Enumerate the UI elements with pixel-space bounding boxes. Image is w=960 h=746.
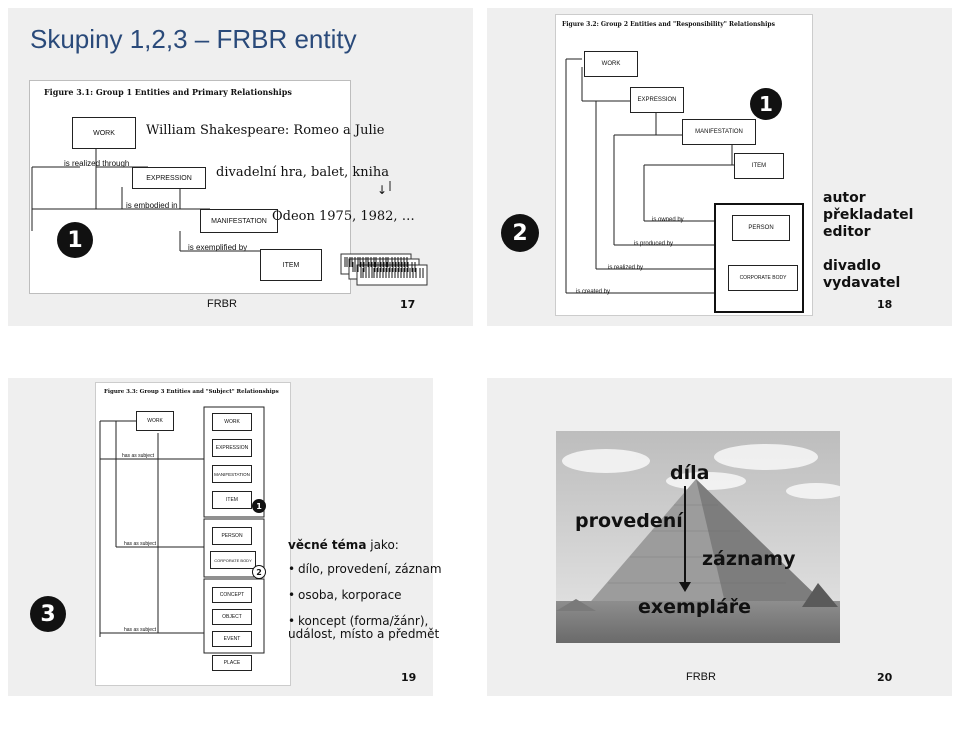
slide-19: 3 Figure 3.3: Group 3 Entities and "Subj… — [8, 378, 442, 696]
pyramid-photo — [556, 431, 840, 643]
annotation-work: William Shakespeare: Romeo a Julie — [146, 123, 385, 138]
entity-work-2: WORK — [212, 413, 252, 431]
relation-realized-through: is realized through — [64, 159, 130, 168]
annotation-theatre: divadlo — [823, 258, 881, 274]
entity-person: PERSON — [212, 527, 252, 545]
marker-small-2: 2 — [252, 565, 266, 579]
entity-corporate-body: CORPORATE BODY — [210, 551, 256, 569]
barcode-icon — [340, 253, 428, 286]
figure-connectors — [99, 406, 265, 654]
entity-expression: EXPRESSION — [630, 87, 684, 113]
label-works: díla — [670, 462, 710, 484]
figure-group3: Figure 3.3: Group 3 Entities and "Subjec… — [95, 382, 291, 686]
relation-has-as-subject: has as subject — [122, 453, 154, 459]
relation-produced-by: is produced by — [634, 241, 674, 247]
annotation-manifestation: Odeon 1975, 1982, … — [272, 209, 415, 224]
subject-heading-bold: věcné téma — [288, 538, 367, 552]
bullet-item-continued: událost, místo a předmět — [288, 627, 440, 641]
figure-group1: Figure 3.1: Group 1 Entities and Primary… — [29, 80, 428, 294]
page-number: 18 — [877, 298, 893, 311]
page-number: 17 — [400, 298, 416, 311]
slide-20: díla provedení záznamy exempláře FRBR 20 — [487, 378, 952, 696]
entity-expression: EXPRESSION — [212, 439, 252, 457]
relation-realized-by: is realized by — [608, 265, 644, 271]
arrow-down-icon: ↓ — [377, 183, 388, 197]
page-number: 20 — [877, 671, 893, 684]
entity-event: EVENT — [212, 631, 252, 647]
entity-place: PLACE — [212, 655, 252, 671]
entity-work: WORK — [72, 117, 136, 149]
marker-small-1: 1 — [252, 499, 266, 513]
entity-object: OBJECT — [212, 609, 252, 625]
slide-17: Skupiny 1,2,3 – FRBR entity Figure 3.1: … — [8, 8, 473, 326]
annotation-editor: editor — [823, 224, 871, 240]
entity-work: WORK — [136, 411, 174, 431]
footer-label: FRBR — [207, 298, 237, 310]
entity-expression: EXPRESSION — [132, 167, 206, 189]
bullet-item: •osoba, korporace — [288, 588, 402, 602]
entity-concept: CONCEPT — [212, 587, 252, 603]
relation-exemplified-by: is exemplified by — [188, 243, 248, 252]
footer-label: FRBR — [686, 671, 716, 683]
relation-embodied-in: is embodied in — [126, 201, 178, 210]
label-performances: provedení — [575, 510, 683, 532]
marker-group-1: 1 — [750, 88, 782, 120]
label-recordings: záznamy — [702, 548, 796, 570]
slide-18: Figure 3.2: Group 2 Entities and "Respon… — [487, 8, 952, 326]
relation-has-as-subject-2: has as subject — [124, 541, 156, 547]
figure-group2: Figure 3.2: Group 2 Entities and "Respon… — [555, 14, 813, 316]
subject-heading: věcné téma jako: — [288, 538, 399, 552]
marker-group-2: 2 — [501, 214, 539, 252]
entity-manifestation: MANIFESTATION — [200, 209, 278, 233]
entity-item: ITEM — [260, 249, 322, 281]
entity-manifestation: MANIFESTATION — [682, 119, 756, 145]
slide-title: Skupiny 1,2,3 – FRBR entity — [30, 24, 357, 54]
entity-item: ITEM — [734, 153, 784, 179]
annotation-publisher: vydavatel — [823, 275, 901, 291]
entity-work: WORK — [584, 51, 638, 77]
marker-group-3: 3 — [30, 596, 66, 632]
page-number: 19 — [401, 671, 417, 684]
figure-title: Figure 3.1: Group 1 Entities and Primary… — [44, 87, 292, 97]
bullet-item: •dílo, provedení, záznam — [288, 562, 442, 576]
entity-corporate-body: CORPORATE BODY — [728, 265, 798, 291]
marker-group-1: 1 — [57, 222, 93, 258]
relation-has-as-subject-3: has as subject — [124, 627, 156, 633]
entity-person: PERSON — [732, 215, 790, 241]
relation-owned-by: is owned by — [652, 217, 684, 223]
annotation-translator: překladatel — [823, 207, 914, 223]
annotation-expression: divadelní hra, balet, kniha — [216, 165, 389, 180]
entity-manifestation: MANIFESTATION — [212, 465, 252, 483]
entity-item: ITEM — [212, 491, 252, 509]
figure-title: Figure 3.3: Group 3 Entities and "Subjec… — [104, 389, 279, 395]
relation-created-by: is created by — [576, 289, 611, 295]
label-copies: exempláře — [638, 596, 752, 618]
figure-connectors — [31, 148, 391, 252]
bullet-item: •koncept (forma/žánr), — [288, 614, 429, 628]
annotation-author: autor — [823, 190, 866, 206]
arrow-down-icon — [679, 486, 691, 592]
figure-title: Figure 3.2: Group 2 Entities and "Respon… — [562, 21, 775, 28]
subject-heading-rest: jako: — [366, 538, 399, 552]
